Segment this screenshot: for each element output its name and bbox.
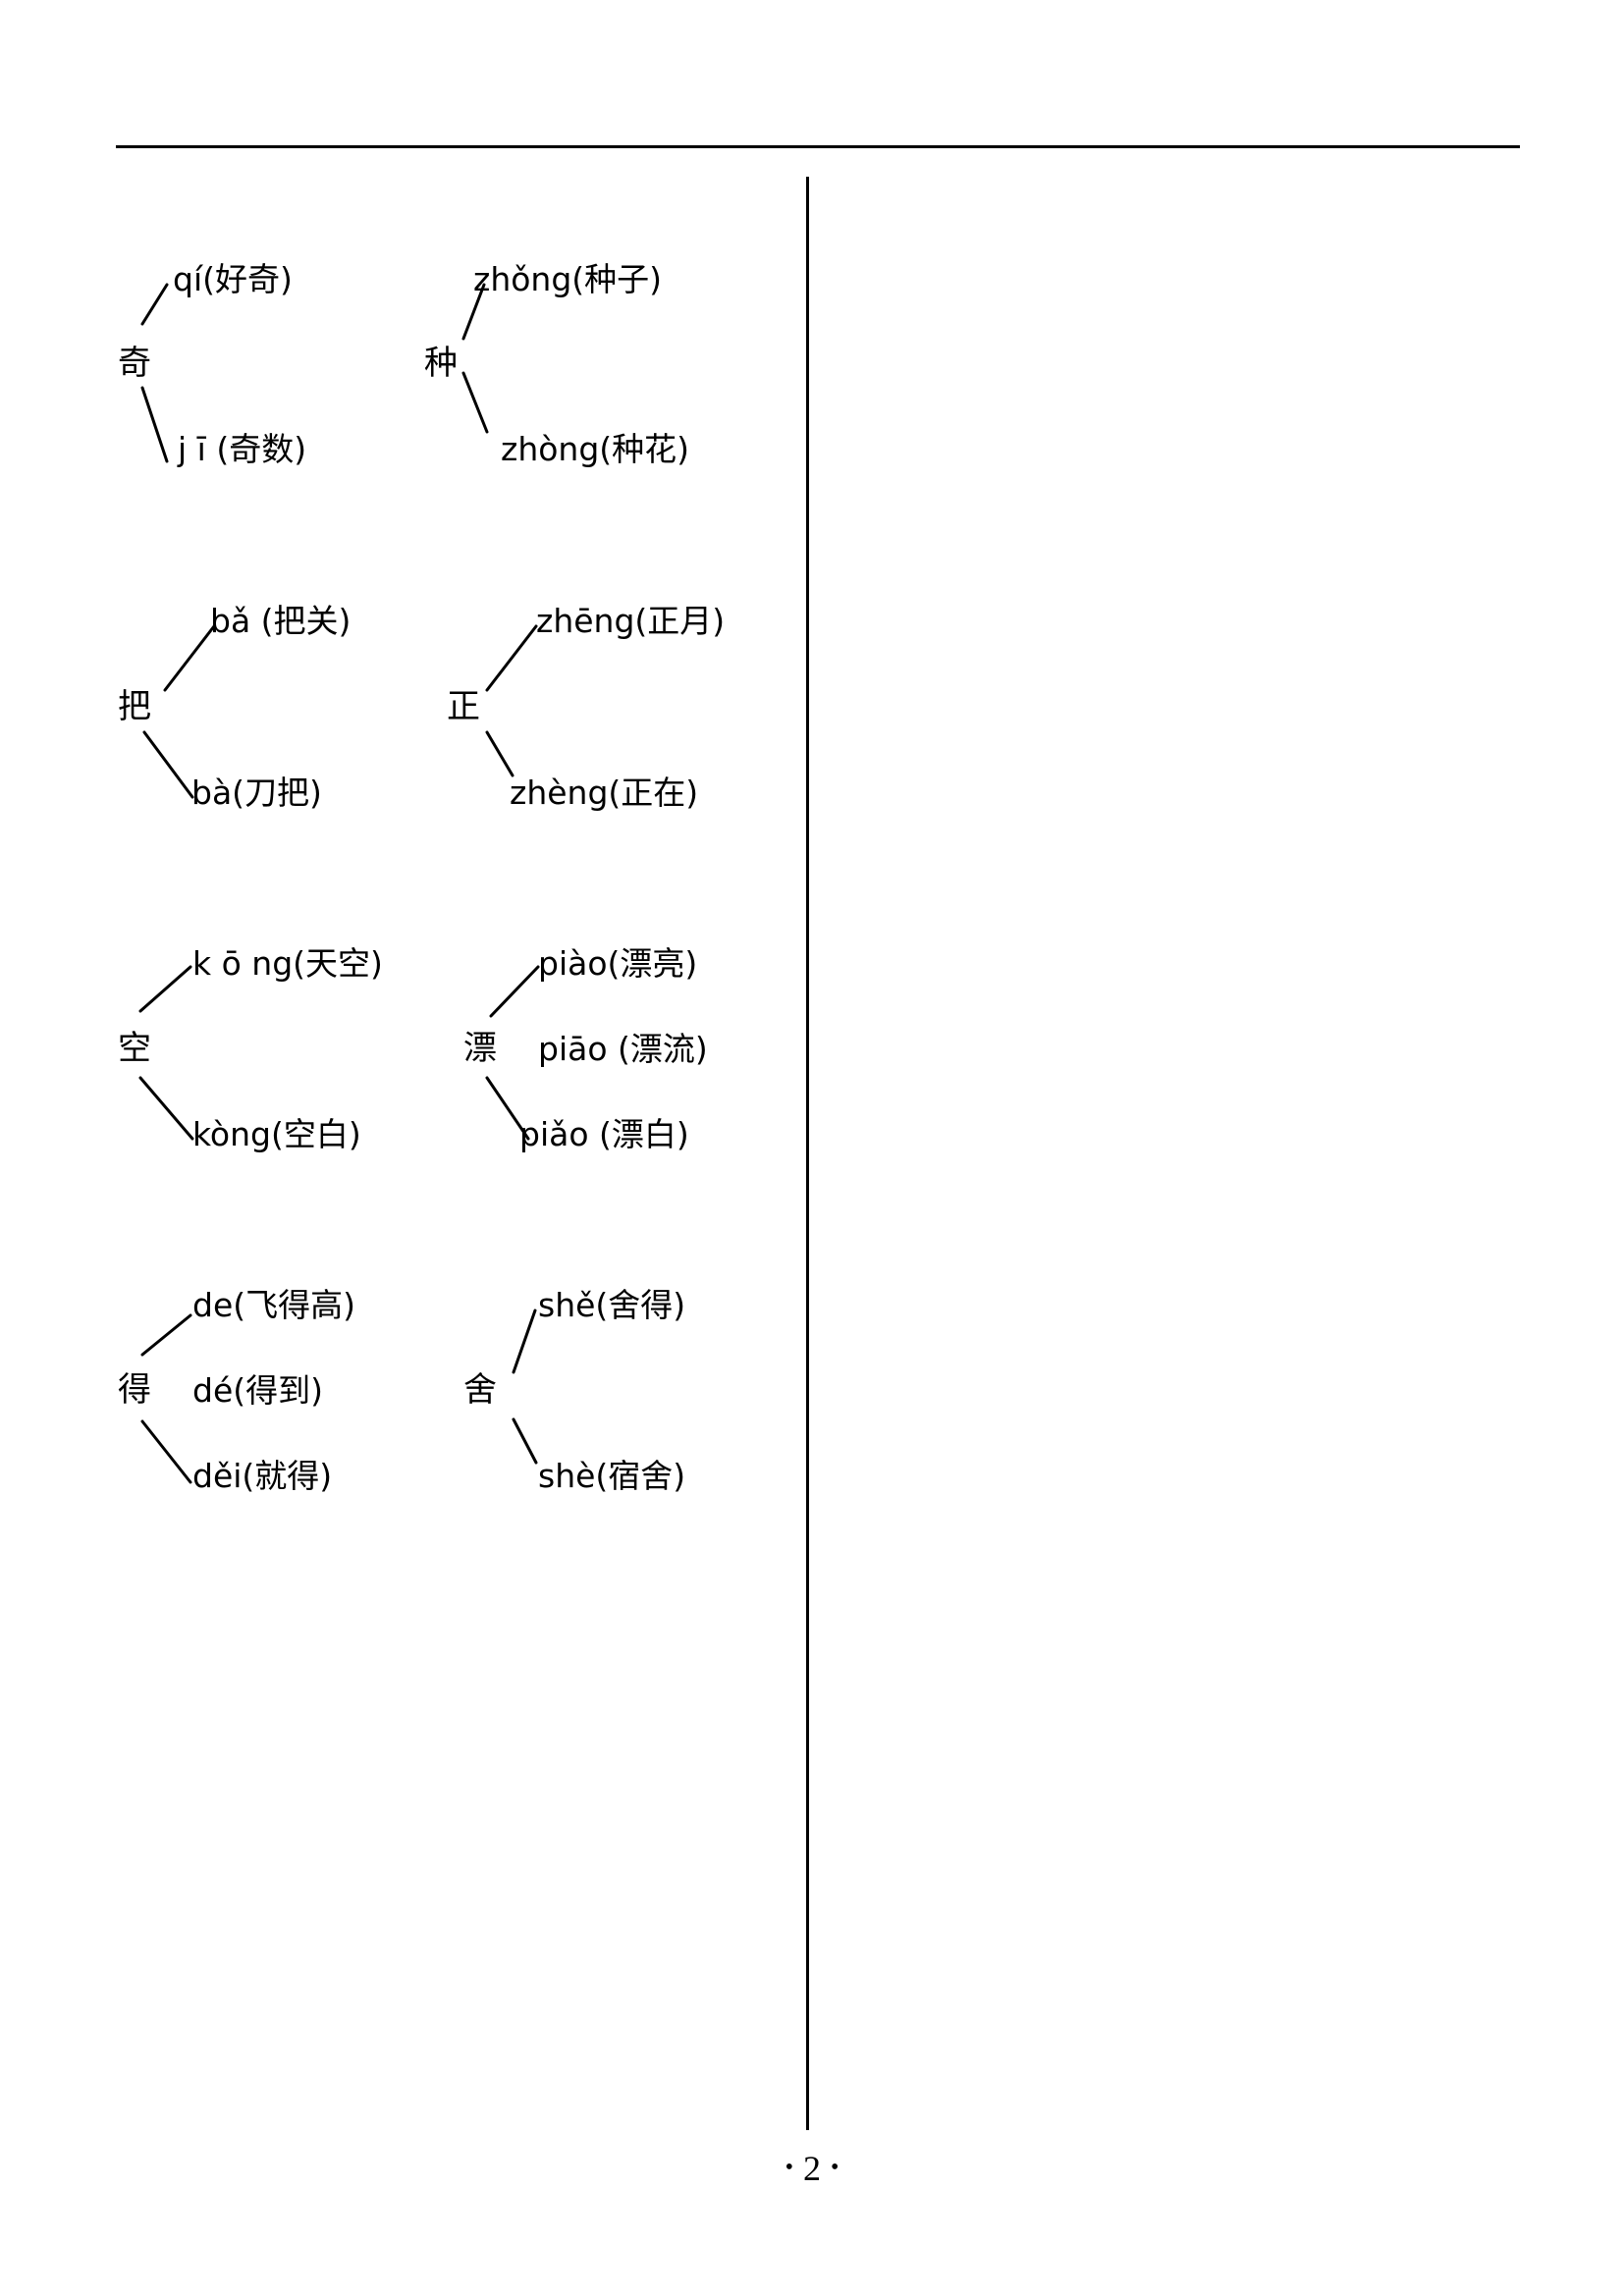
example-word: (得到) [233, 1371, 323, 1410]
pinyin: piǎo [519, 1115, 589, 1153]
reading-1: zhēng(正月) [536, 602, 725, 641]
example-word: (刀把) [232, 774, 322, 812]
reading-2: dé(得到) [192, 1371, 323, 1411]
pinyin: kòng [192, 1115, 271, 1153]
pinyin: shě [538, 1286, 596, 1324]
reading-1: qí(好奇) [173, 260, 293, 299]
reading-2: zhòng(种花) [501, 430, 689, 469]
headword: 空 [118, 1029, 151, 1068]
example-word: (天空) [293, 944, 383, 983]
example-word: (飞得高) [233, 1286, 355, 1324]
pinyin: j ī [178, 430, 206, 468]
headword: 种 [424, 344, 458, 383]
pinyin: zhòng [501, 430, 600, 468]
example-word: (把关) [250, 602, 352, 640]
example-word: (种子) [571, 260, 663, 298]
example-word: (漂流) [607, 1030, 708, 1068]
pinyin: bǎ [210, 602, 251, 640]
reading-1: bǎ (把关) [210, 602, 351, 641]
pinyin: de [192, 1286, 234, 1324]
example-word: (正月) [634, 602, 726, 640]
reading-3: děi(就得) [192, 1457, 332, 1496]
reading-2: zhèng(正在) [510, 774, 698, 813]
pinyin: zhǒng [473, 260, 572, 298]
headword: 漂 [463, 1029, 497, 1068]
example-word: (宿舍) [595, 1457, 686, 1495]
example-word: (正在) [608, 774, 699, 812]
example-word: (漂白) [588, 1115, 689, 1153]
pinyin: dé [192, 1371, 234, 1410]
example-word: (就得) [242, 1457, 333, 1495]
headword: 奇 [118, 344, 151, 383]
pinyin: piāo [538, 1030, 608, 1068]
reading-1: shě(舍得) [538, 1286, 685, 1325]
headword: 得 [118, 1370, 151, 1410]
pinyin: bà [191, 774, 233, 812]
page-number-value: 2 [803, 2149, 821, 2188]
reading-1: piào(漂亮) [538, 944, 697, 984]
pinyin: děi [192, 1457, 243, 1495]
reading-1: de(飞得高) [192, 1286, 355, 1325]
reading-1: zhǒng(种子) [473, 260, 662, 299]
example-word: (种花) [599, 430, 690, 468]
pinyin: shè [538, 1457, 596, 1495]
page-number: •2• [785, 2149, 839, 2188]
reading-1: k ō ng(天空) [192, 944, 383, 984]
reading-2: bà(刀把) [191, 774, 322, 813]
headword: 舍 [463, 1370, 497, 1410]
reading-2: j ī (奇数) [178, 430, 306, 469]
example-word: (奇数) [205, 430, 307, 468]
reading-2: kòng(空白) [192, 1115, 361, 1154]
headword: 把 [118, 687, 151, 726]
headword: 正 [447, 687, 480, 726]
example-word: (好奇) [202, 260, 293, 298]
pinyin: piào [538, 944, 608, 983]
reading-3: piǎo (漂白) [519, 1115, 689, 1154]
reading-2: shè(宿舍) [538, 1457, 685, 1496]
pinyin: k ō ng [192, 944, 294, 983]
example-word: (漂亮) [607, 944, 698, 983]
column-divider [806, 177, 809, 2130]
reading-2: piāo (漂流) [538, 1030, 708, 1069]
example-word: (舍得) [595, 1286, 686, 1324]
header-rule [116, 145, 1520, 148]
pinyin: qí [173, 260, 203, 298]
example-word: (空白) [271, 1115, 361, 1153]
pinyin: zhēng [536, 602, 635, 640]
pinyin: zhèng [510, 774, 609, 812]
